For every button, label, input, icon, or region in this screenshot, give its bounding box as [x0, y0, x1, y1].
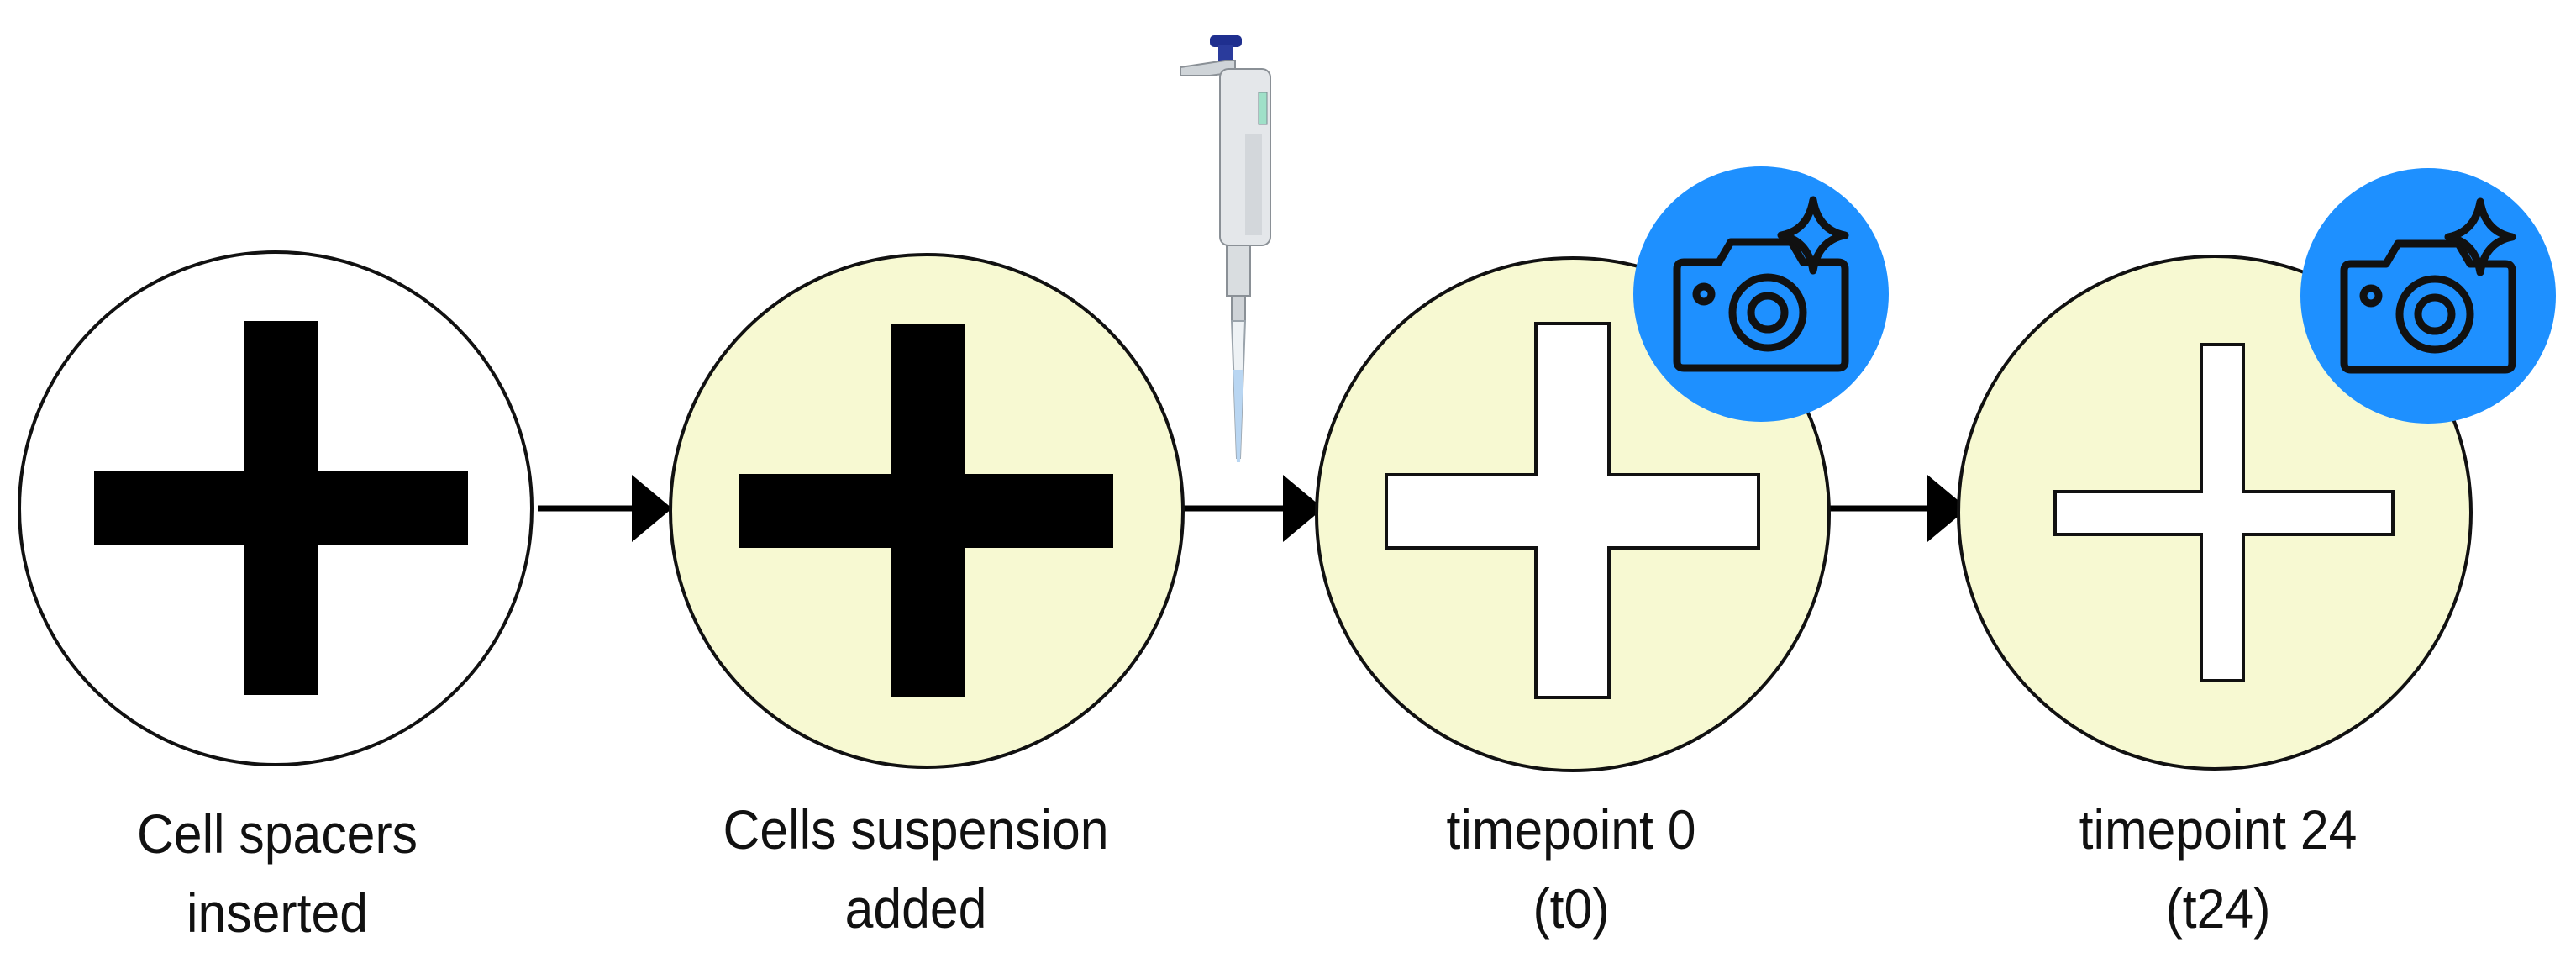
step-label-suspension: Cells suspension added	[645, 790, 1186, 948]
step-label-line1: Cells suspension	[723, 798, 1109, 861]
step-label-line2: added	[844, 877, 987, 940]
camera-sparkle-icon	[1633, 166, 1889, 422]
step-label-t0: timepoint 0 (t0)	[1301, 790, 1842, 948]
step-label-line2: (t24)	[2165, 877, 2271, 940]
step-label-line1: timepoint 24	[2079, 798, 2358, 861]
step-label-line1: timepoint 0	[1446, 798, 1696, 861]
arrow-1	[538, 475, 672, 542]
arrow-2	[1183, 475, 1323, 542]
cross-open-wide	[1385, 322, 1760, 699]
step-label-t24: timepoint 24 (t24)	[1948, 790, 2489, 948]
step-well-suspension	[669, 253, 1185, 769]
step-label-line2: inserted	[186, 882, 369, 944]
cross-open-narrow	[2053, 343, 2395, 682]
cross-solid	[94, 321, 468, 695]
step-label-line1: Cell spacers	[136, 803, 418, 865]
step-label-line2: (t0)	[1532, 877, 1610, 940]
cross-solid	[739, 324, 1113, 697]
arrow-3	[1828, 475, 1968, 542]
pipette-icon	[1180, 35, 1271, 462]
step-well-spacers	[18, 250, 534, 766]
step-label-spacers: Cell spacers inserted	[7, 794, 548, 952]
camera-sparkle-icon	[2300, 168, 2556, 424]
